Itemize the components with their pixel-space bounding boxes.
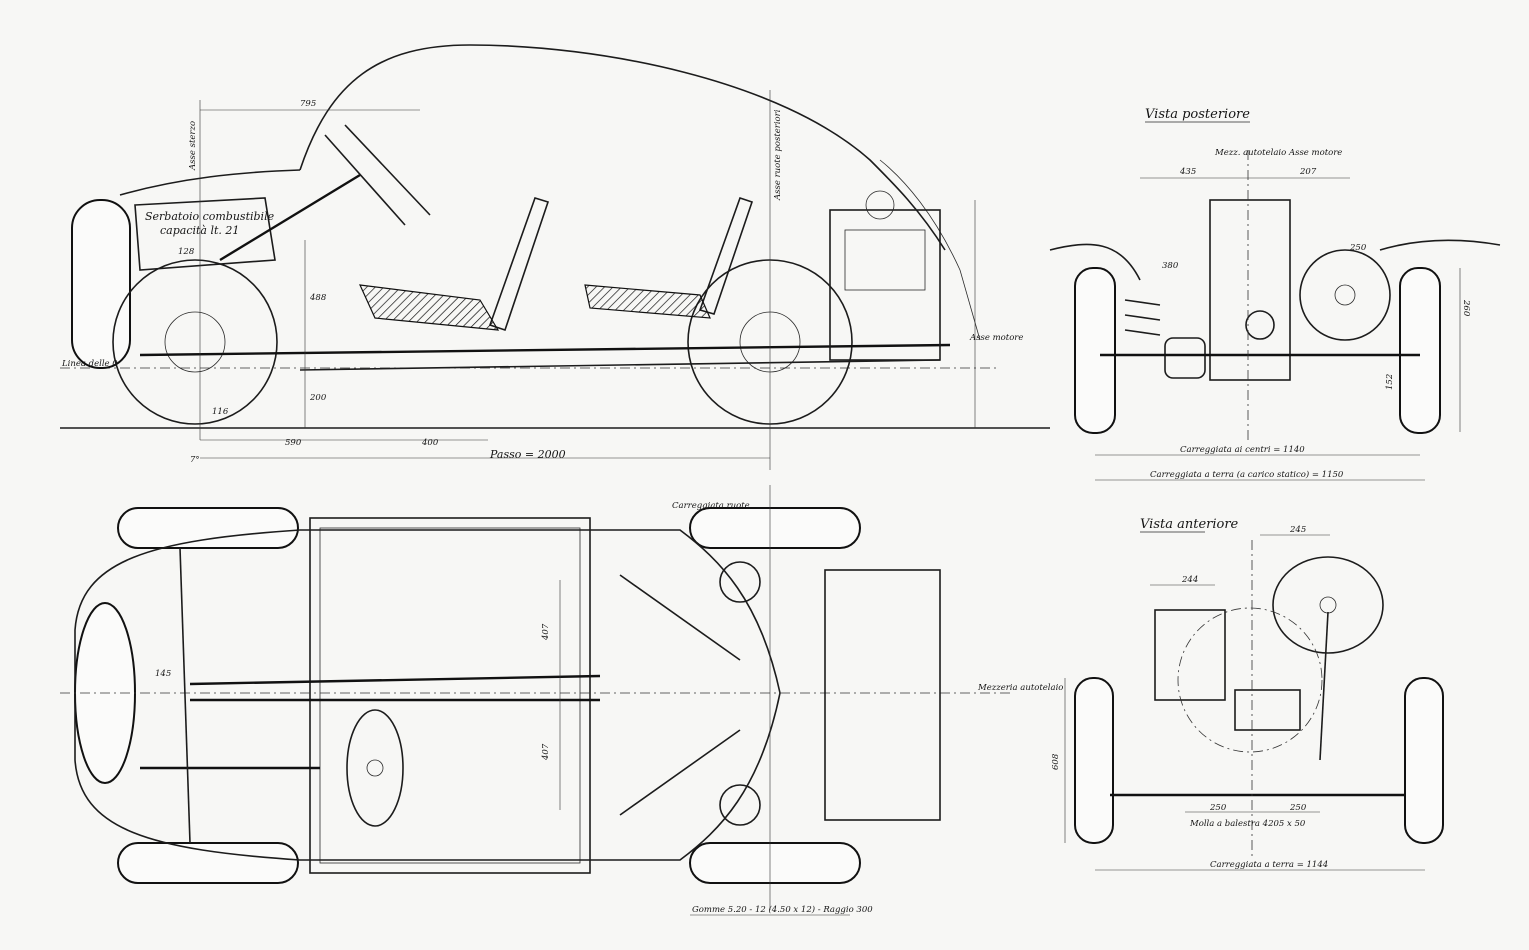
dim-795-label: 795 <box>300 99 316 109</box>
rear-left-tire <box>1074 267 1116 434</box>
steering-axis-label: Asse sterzo <box>188 121 198 171</box>
rear-reach-label: Carreggiata ruote <box>672 501 750 511</box>
dim-608-label: 608 <box>1051 753 1061 770</box>
front-tank <box>1154 609 1226 701</box>
plan-chassis-inner <box>319 527 581 864</box>
front-spare-wheel-circle <box>1177 607 1323 753</box>
zero-line-label: Linea delle 0 <box>61 359 118 369</box>
dim-380-label: 380 <box>1162 261 1179 271</box>
dim-200-label: 200 <box>309 393 327 403</box>
dim-590-label: 590 <box>285 438 302 448</box>
plan-front-left-tire <box>117 507 299 549</box>
rear-fender-left <box>1049 243 1141 281</box>
front-right-tire <box>1404 677 1444 844</box>
body-roof-outline <box>299 44 946 251</box>
fuel-tank-label: Serbatoio combustibile <box>145 210 275 223</box>
rear-view-axis-label: Mezz. autotelaio Asse motore <box>1214 148 1342 158</box>
floor-pan <box>299 359 941 371</box>
plan-engine-block <box>824 569 941 821</box>
steering-column <box>219 173 361 262</box>
front-wheel-hub <box>164 311 226 373</box>
front-hood-outline <box>119 169 301 196</box>
plan-front-kingpin-line <box>179 547 191 844</box>
dim-116-label: 116 <box>212 407 229 417</box>
rear-seat-back <box>698 196 754 315</box>
rear-view: Vista posteriore Mezz. autotelaio Asse m… <box>1049 107 1501 481</box>
side-view: Serbatoio combustibile capacità lt. 21 L… <box>60 44 1050 470</box>
steering-wheel-side <box>324 134 406 226</box>
front-seat-cushion <box>359 284 500 331</box>
plan-steering-wheel <box>346 709 404 827</box>
dim-207-label: 207 <box>1299 167 1317 177</box>
fuel-tank-capacity: capacità lt. 21 <box>160 224 239 237</box>
rear-axle-label: Asse ruote posteriori <box>773 109 783 201</box>
plan-view: Gomme 5.20 - 12 (4.50 x 12) - Raggio 300… <box>60 485 1063 916</box>
track-centers-label: Carreggiata ai centri = 1140 <box>1180 445 1305 455</box>
rear-trailing-arm-bottom <box>619 729 741 816</box>
steering-wheel-side-2 <box>344 124 431 216</box>
dim-250b-label: 250 <box>1289 803 1307 813</box>
plan-body-outline <box>74 529 781 861</box>
fuel-tank <box>134 197 276 271</box>
chassis-center-label: Mezzeria autotelaio <box>977 683 1063 693</box>
wheelbase-label: Passo = 2000 <box>489 448 566 461</box>
dim-407b-label: 407 <box>541 743 551 761</box>
rear-view-title: Vista posteriore <box>1145 107 1250 122</box>
rear-trailing-arm-top <box>619 574 741 661</box>
plan-steering-hub <box>366 759 384 777</box>
dim-128-label: 128 <box>178 247 195 257</box>
rear-fender-right <box>1379 239 1501 251</box>
crank-pulley <box>1245 310 1275 340</box>
dim-260-label: 260 <box>1461 299 1471 317</box>
rear-engine-block <box>1209 199 1291 381</box>
rear-seat-cushion <box>584 284 711 319</box>
chassis-rail <box>139 343 951 357</box>
rear-body-outline <box>879 159 981 341</box>
plan-front-right-tire <box>117 842 299 884</box>
dim-407a-label: 407 <box>541 623 551 641</box>
dim-488-label: 488 <box>309 293 327 303</box>
cooling-fan-housing <box>1299 249 1391 341</box>
front-left-tire <box>1074 677 1114 844</box>
dim-250-label: 250 <box>1349 243 1367 253</box>
front-box <box>1234 689 1301 731</box>
front-track-label: Carreggiata a terra = 1144 <box>1210 860 1328 870</box>
front-view-title: Vista anteriore <box>1140 517 1239 532</box>
front-seat-back <box>488 197 550 332</box>
front-wheel-outline <box>112 259 278 425</box>
coil-spring <box>1124 299 1161 336</box>
dim-245-label: 245 <box>1289 525 1306 535</box>
fan-hub <box>1334 284 1356 306</box>
dim-152-label: 152 <box>1385 374 1395 390</box>
front-steering-wheel <box>1272 556 1384 654</box>
air-filter-side <box>865 190 895 220</box>
front-view: Vista anteriore 245 244 250 250 Molla a … <box>1051 517 1444 871</box>
engine-axis-label: Asse motore <box>969 333 1023 343</box>
spare-wheel-front <box>71 199 131 369</box>
tire-size-label: Gomme 5.20 - 12 (4.50 x 12) - Raggio 300 <box>692 904 873 915</box>
front-steering-hub <box>1319 596 1337 614</box>
dim-145-label: 145 <box>155 669 171 679</box>
plan-rear-right-tire <box>689 842 861 884</box>
front-spring-label: Molla a balestra 4205 x 50 <box>1189 819 1306 829</box>
central-tube-top <box>189 674 601 686</box>
dim-400-label: 400 <box>421 438 439 448</box>
plan-rear-left-tire <box>689 507 861 549</box>
plan-chassis-frame <box>309 517 591 874</box>
engine-cylinder-head <box>844 229 926 291</box>
dim-435-label: 435 <box>1179 167 1196 177</box>
front-steering-column <box>1319 611 1329 761</box>
differential-housing <box>1164 337 1206 379</box>
plan-rear-spring-bottom <box>719 784 761 826</box>
track-ground-label: Carreggiata a terra (a carico statico) =… <box>1150 469 1344 480</box>
rear-right-tire <box>1399 267 1441 434</box>
dim-250a-label: 250 <box>1209 803 1227 813</box>
dim-244-label: 244 <box>1181 575 1198 585</box>
angle-7-label: 7° <box>190 455 200 465</box>
plan-rear-spring-top <box>719 561 761 603</box>
engine-block-side <box>829 209 941 361</box>
